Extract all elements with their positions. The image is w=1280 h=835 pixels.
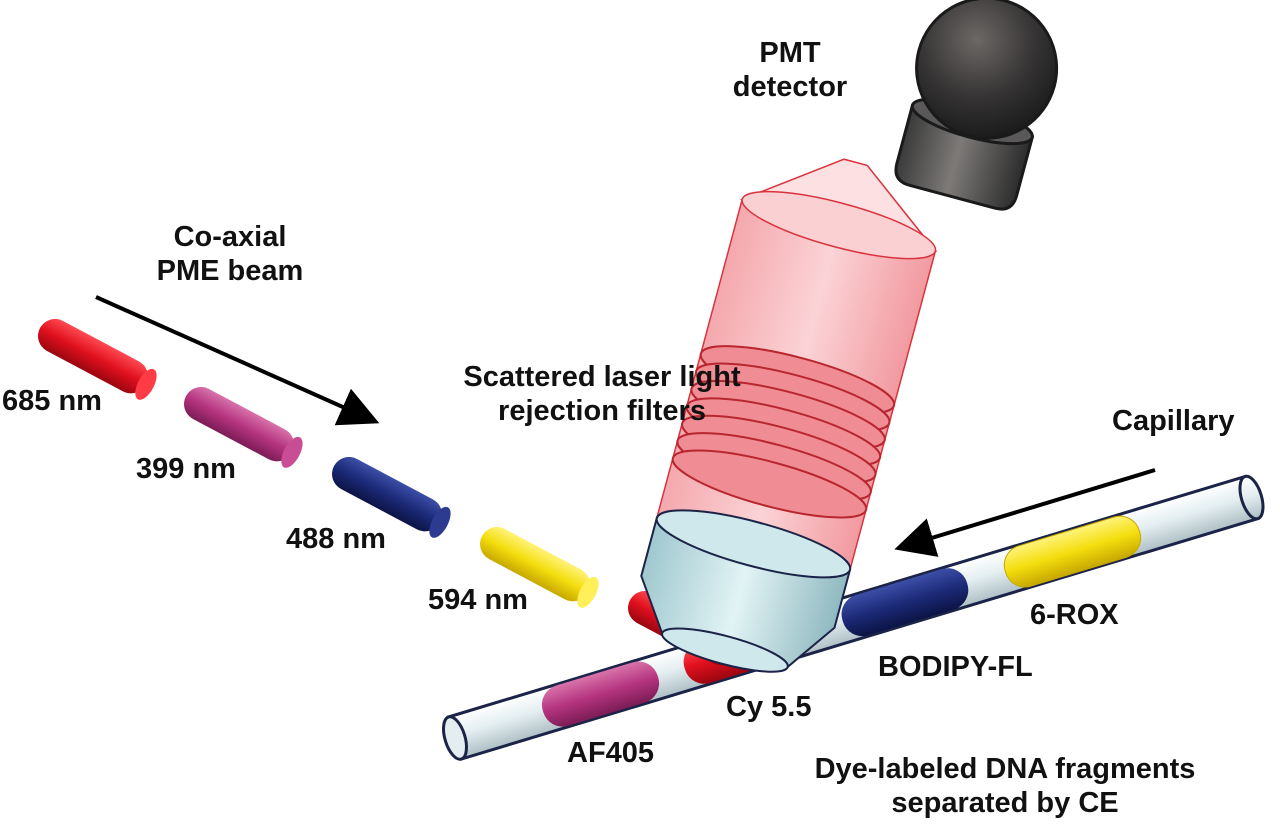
- label-dye-cy55: Cy 5.5: [726, 691, 812, 723]
- label-filters-line-2: rejection filters: [498, 395, 706, 427]
- label-dye-af405: AF405: [567, 737, 655, 769]
- pmt-detector: [894, 0, 1059, 211]
- capillary-end-left: [442, 715, 468, 761]
- label-filters: Scattered laser light rejection filters: [432, 360, 772, 428]
- collection-optics: [640, 158, 938, 673]
- label-beam-line-1: Co-axial: [173, 221, 287, 253]
- label-pmt-line-1: PMT: [759, 37, 821, 69]
- label-laser-594: 594 nm: [428, 584, 528, 616]
- rejection-filters: [671, 345, 896, 519]
- dye-band-bodipy: [841, 568, 969, 637]
- dye-band-6rox: [1003, 515, 1142, 588]
- label-pmt-line-2: detector: [732, 71, 848, 103]
- label-laser-685: 685 nm: [2, 385, 102, 417]
- label-filters-line-1: Scattered laser light: [463, 361, 741, 393]
- label-fragments-line-1: Dye-labeled DNA fragments: [814, 753, 1196, 785]
- laser-segment-685: [38, 318, 157, 400]
- beam-direction-arrow: [95, 295, 380, 426]
- label-laser-488: 488 nm: [286, 523, 386, 555]
- label-pmt-detector: PMT detector: [705, 36, 875, 104]
- laser-segment-594: [480, 526, 599, 608]
- label-laser-399: 399 nm: [136, 453, 236, 485]
- label-dye-bodipy: BODIPY-FL: [878, 651, 1033, 683]
- dye-band-af405: [541, 661, 660, 727]
- label-capillary: Capillary: [1112, 405, 1235, 437]
- label-beam: Co-axial PME beam: [110, 220, 350, 288]
- pmt-sphere: [915, 0, 1059, 140]
- label-dye-6rox: 6-ROX: [1030, 599, 1119, 631]
- label-fragments-line-2: separated by CE: [891, 787, 1119, 819]
- light-tube-top: [741, 190, 937, 260]
- capillary-end-right: [1238, 474, 1265, 521]
- laser-segment-488: [332, 456, 451, 538]
- label-beam-line-2: PME beam: [156, 255, 304, 287]
- label-fragments: Dye-labeled DNA fragments separated by C…: [780, 752, 1230, 820]
- laser-segment-399: [184, 386, 303, 468]
- capillary-flow-arrow: [894, 468, 1156, 557]
